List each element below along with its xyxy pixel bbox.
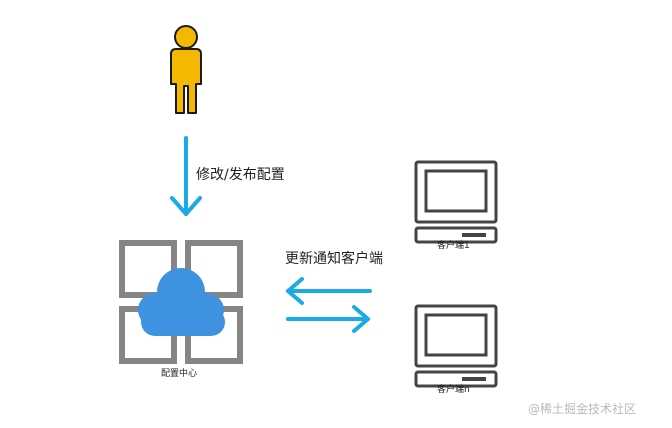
config-center-label: 配置中心 bbox=[161, 369, 198, 379]
publish-arrow bbox=[170, 136, 202, 216]
person-icon bbox=[170, 25, 202, 114]
cloud-grid-icon bbox=[119, 240, 243, 364]
update-notify-label: 更新通知客户端 bbox=[285, 251, 383, 267]
computer-icon bbox=[414, 160, 498, 244]
sync-arrows bbox=[286, 277, 372, 333]
computer-icon bbox=[414, 304, 498, 388]
client-n-label: 客户端n bbox=[437, 385, 470, 395]
client-1-label: 客户端1 bbox=[437, 241, 470, 251]
watermark: @稀土掘金技术社区 bbox=[528, 402, 637, 416]
modify-publish-label: 修改/发布配置 bbox=[196, 167, 285, 183]
